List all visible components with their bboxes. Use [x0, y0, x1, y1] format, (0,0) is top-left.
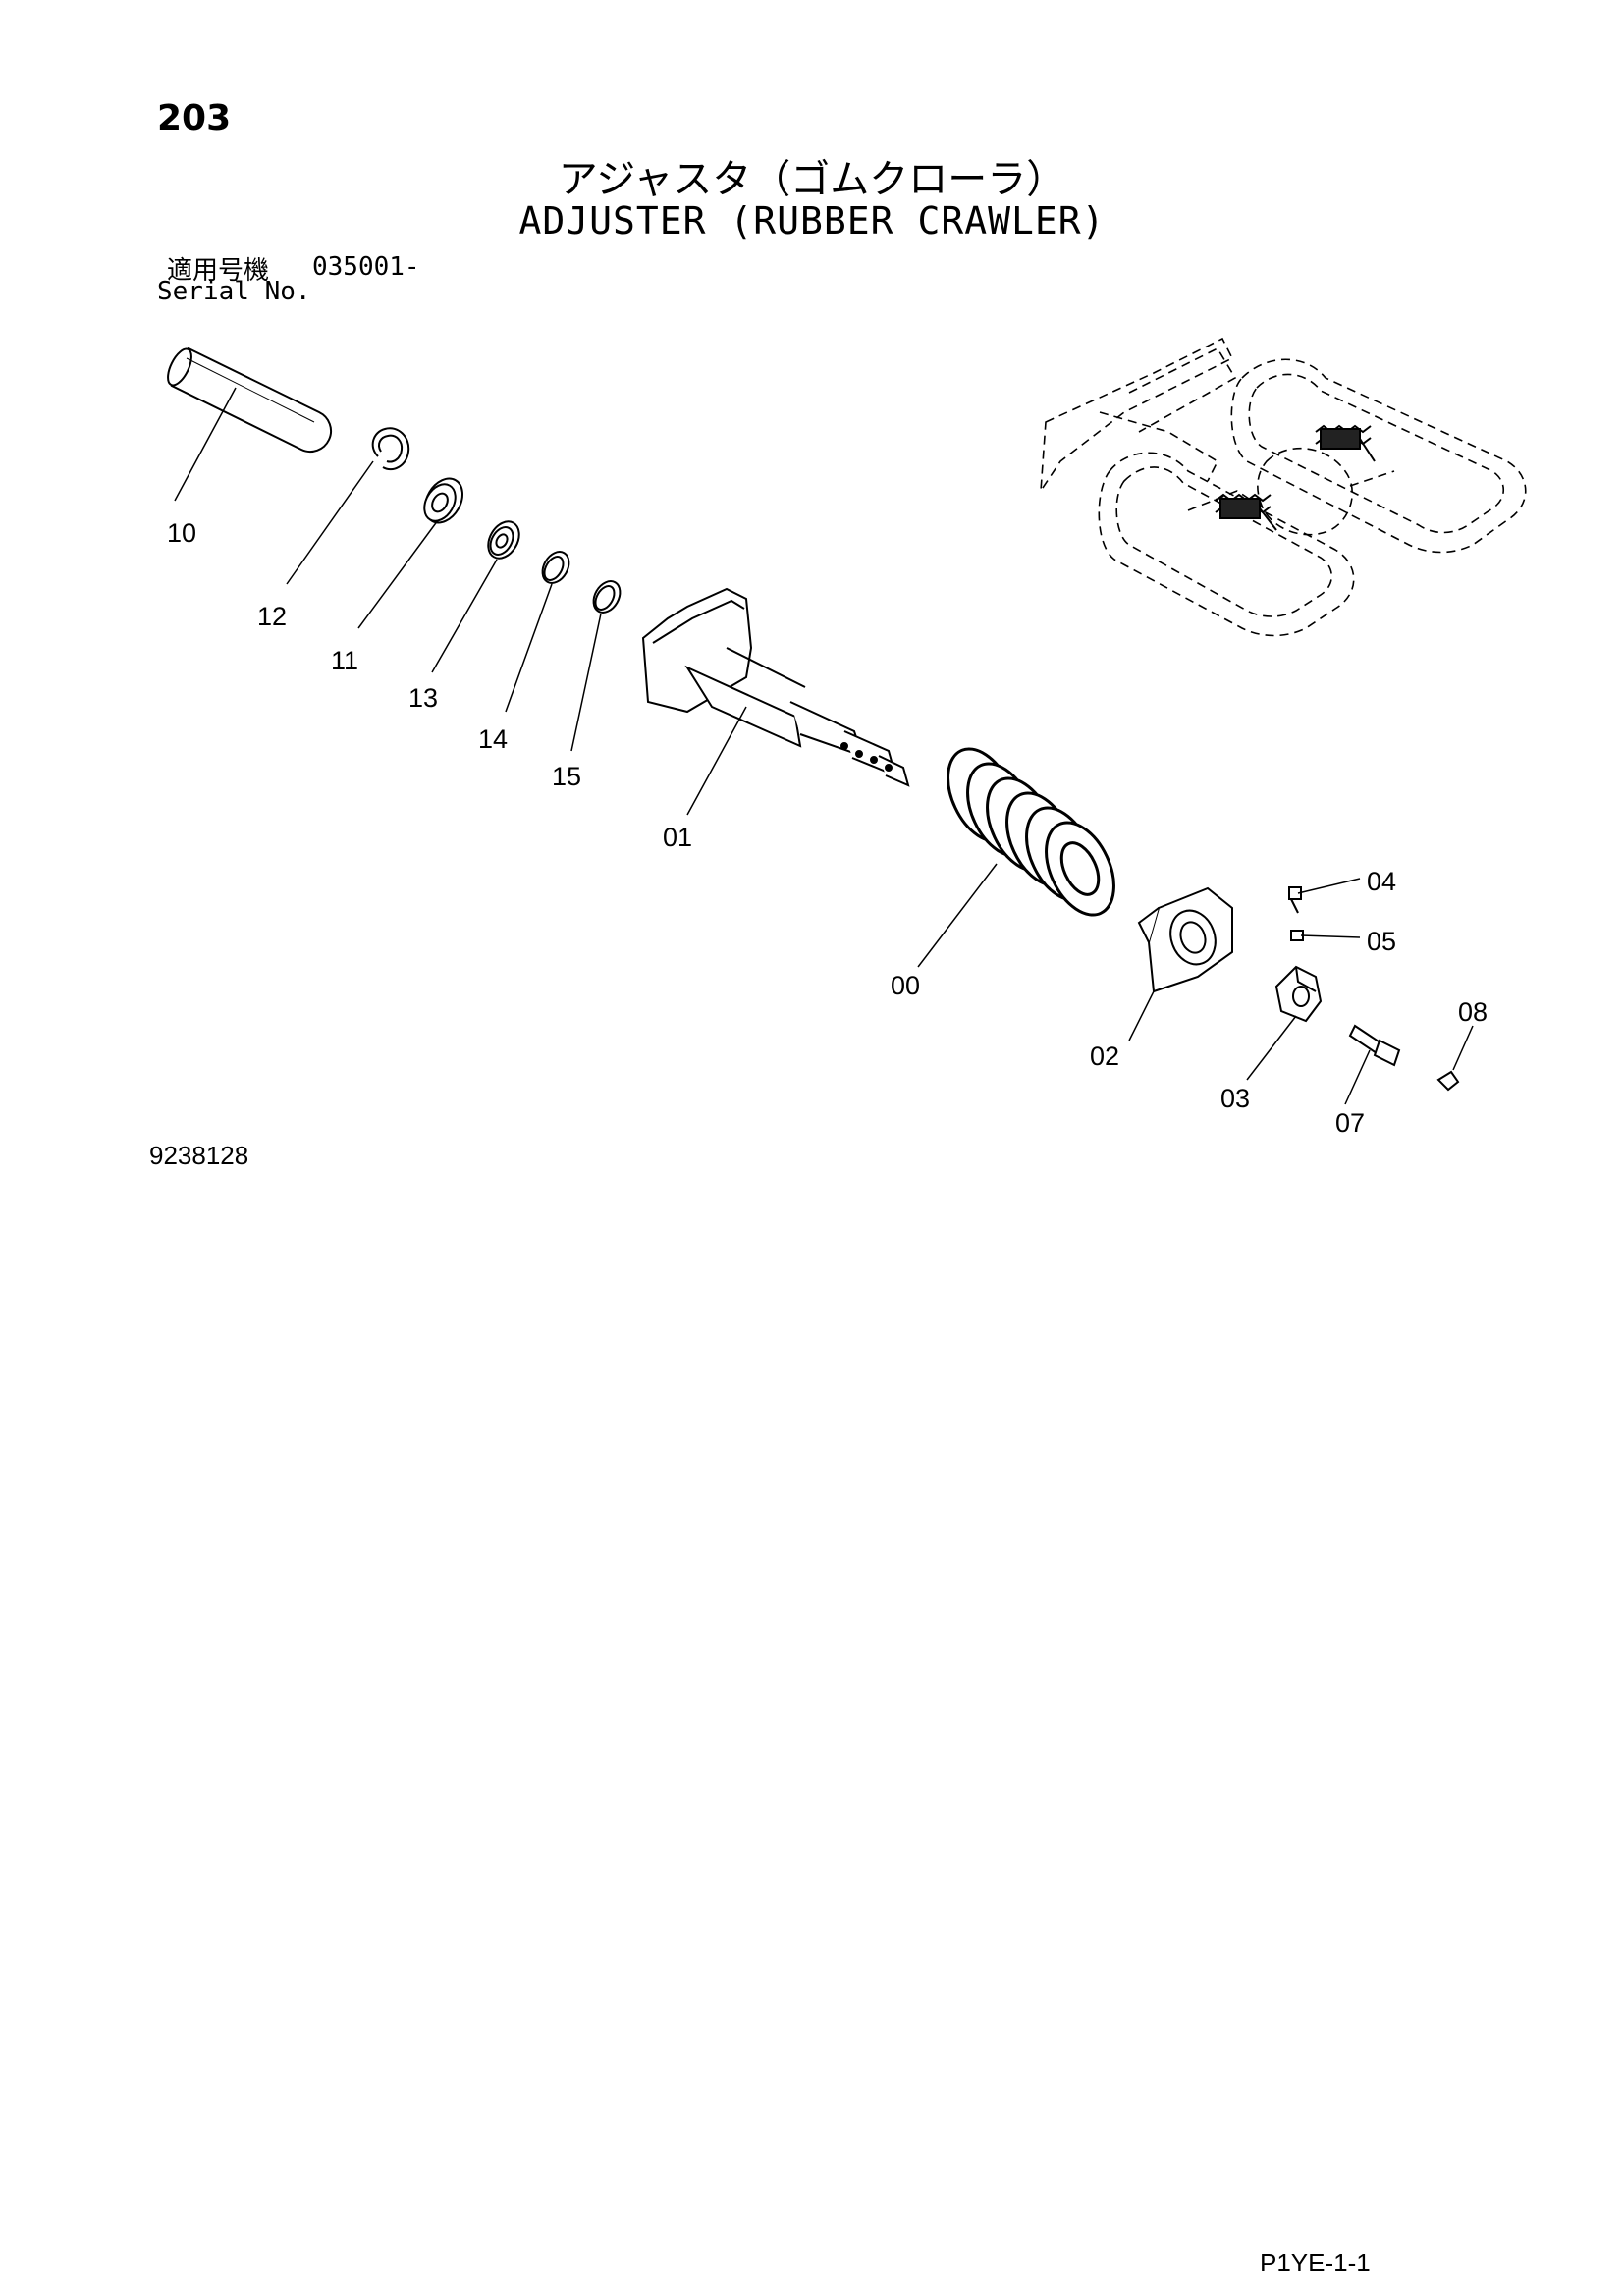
part-11-nut [423, 477, 463, 524]
part-02-bracket [1137, 886, 1233, 993]
part-15-ring [592, 580, 622, 614]
callout-02: 02 [1090, 1041, 1119, 1071]
page-number: 203 [157, 98, 232, 138]
callout-13: 13 [408, 683, 438, 713]
part-14-ring [541, 551, 570, 584]
page-title-japanese: アジャスタ（ゴムクローラ） [558, 157, 1066, 202]
callout-07: 07 [1335, 1108, 1365, 1138]
part-07-valve [1348, 1024, 1401, 1067]
callout-08: 08 [1458, 997, 1488, 1027]
callout-10: 10 [167, 518, 196, 548]
callout-12: 12 [257, 602, 287, 631]
leader-lines [174, 387, 1474, 1105]
serial-label-japanese: 適用号機 [167, 256, 270, 286]
callout-04: 04 [1367, 867, 1396, 896]
part-01-adjuster-rod [641, 587, 910, 787]
callout-15: 15 [552, 762, 581, 791]
callout-14: 14 [478, 724, 508, 754]
part-00-spring [947, 747, 1115, 917]
serial-range-value: 035001- [312, 252, 420, 282]
part-08-cap [1436, 1070, 1460, 1092]
callout-00: 00 [891, 971, 920, 1000]
callout-01: 01 [663, 823, 692, 852]
page-title-english: ADJUSTER (RUBBER CRAWLER) [518, 199, 1106, 242]
callout-03: 03 [1220, 1084, 1250, 1113]
machine-adjuster-highlight [1215, 424, 1376, 531]
part-10-pin [167, 347, 332, 453]
callout-05: 05 [1367, 927, 1396, 956]
part-04-fitting [1288, 886, 1302, 914]
document-code: 9238128 [149, 1141, 249, 1170]
part-13-washer [487, 520, 520, 560]
part-12-snap-ring [371, 427, 410, 471]
exploded-parts-diagram: 10 12 11 13 14 15 01 00 04 05 02 03 07 0… [167, 337, 1527, 1138]
callout-11: 11 [331, 646, 358, 675]
serial-label-english: Serial No. [157, 277, 311, 306]
part-03-hex-nut [1274, 965, 1323, 1023]
page-reference: P1YE-1-1 [1260, 2248, 1371, 2277]
machine-undercarriage-outline [1039, 337, 1527, 637]
